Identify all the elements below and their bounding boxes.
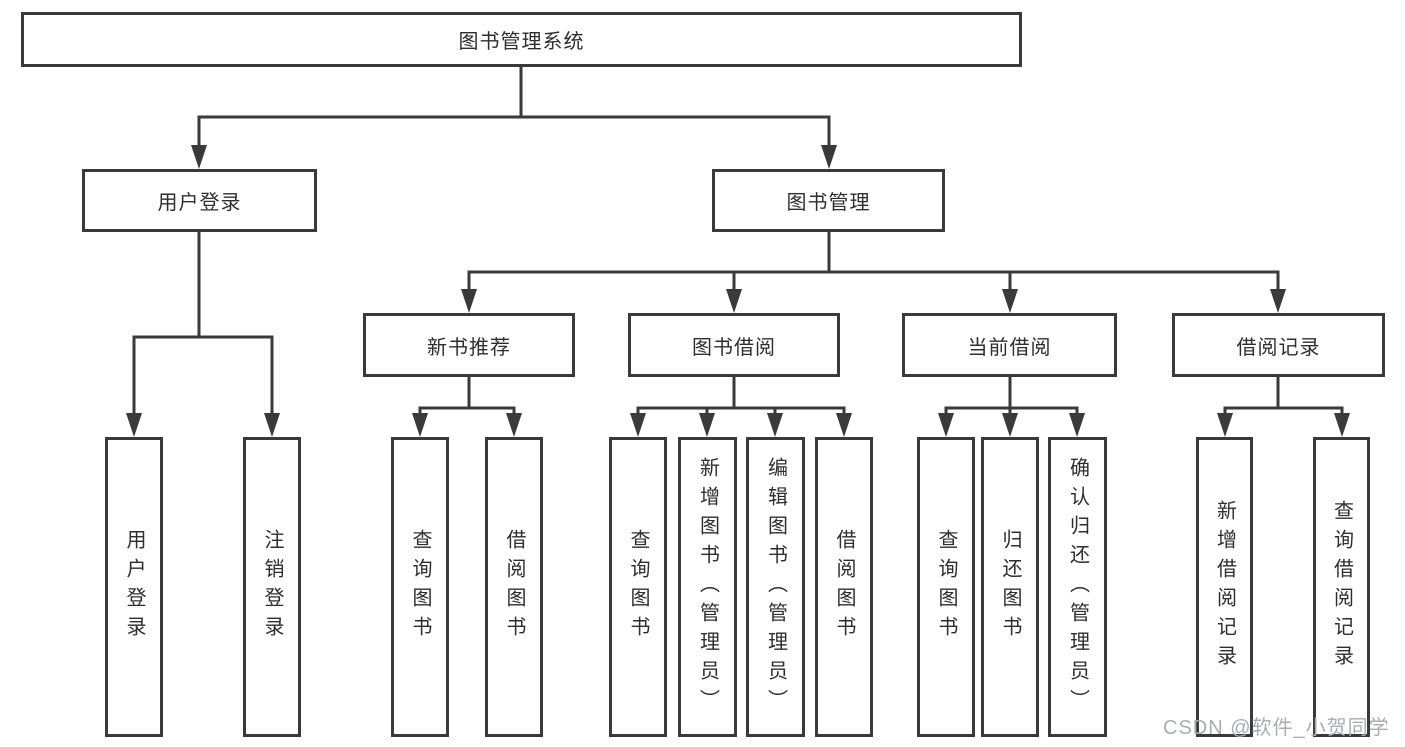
leaf-user-login: 用户登录 — [105, 437, 163, 737]
csdn-watermark: CSDN @软件_小贺同学 — [1163, 717, 1390, 739]
node-borrow-records: 借阅记录 — [1172, 313, 1385, 377]
leaf-borrow-books: 借阅图书 — [815, 437, 873, 737]
leaf-logout: 注销登录 — [243, 437, 301, 737]
arrowhead-icons — [126, 145, 1350, 437]
node-root: 图书管理系统 — [21, 12, 1022, 67]
leaf-borrow-query-books: 查询图书 — [609, 437, 667, 737]
leaf-edit-books-admin: 编辑图书（管理员） — [746, 437, 805, 737]
node-new-book-recommend: 新书推荐 — [363, 313, 575, 377]
node-user-login-branch: 用户登录 — [82, 169, 317, 232]
node-book-management-branch: 图书管理 — [712, 169, 945, 232]
connector-lines — [132, 67, 1344, 417]
leaf-add-borrow-record: 新增借阅记录 — [1196, 437, 1253, 737]
leaf-confirm-return-admin: 确认归还（管理员） — [1048, 437, 1107, 737]
leaf-add-books-admin: 新增图书（管理员） — [678, 437, 737, 737]
leaf-recommend-query-books: 查询图书 — [391, 437, 449, 737]
leaf-query-borrow-record: 查询借阅记录 — [1313, 437, 1370, 737]
leaf-current-query-books: 查询图书 — [917, 437, 975, 737]
leaf-recommend-borrow-books: 借阅图书 — [485, 437, 543, 737]
node-current-borrow: 当前借阅 — [902, 313, 1117, 377]
leaf-return-books: 归还图书 — [981, 437, 1039, 737]
node-book-borrow: 图书借阅 — [628, 313, 840, 377]
